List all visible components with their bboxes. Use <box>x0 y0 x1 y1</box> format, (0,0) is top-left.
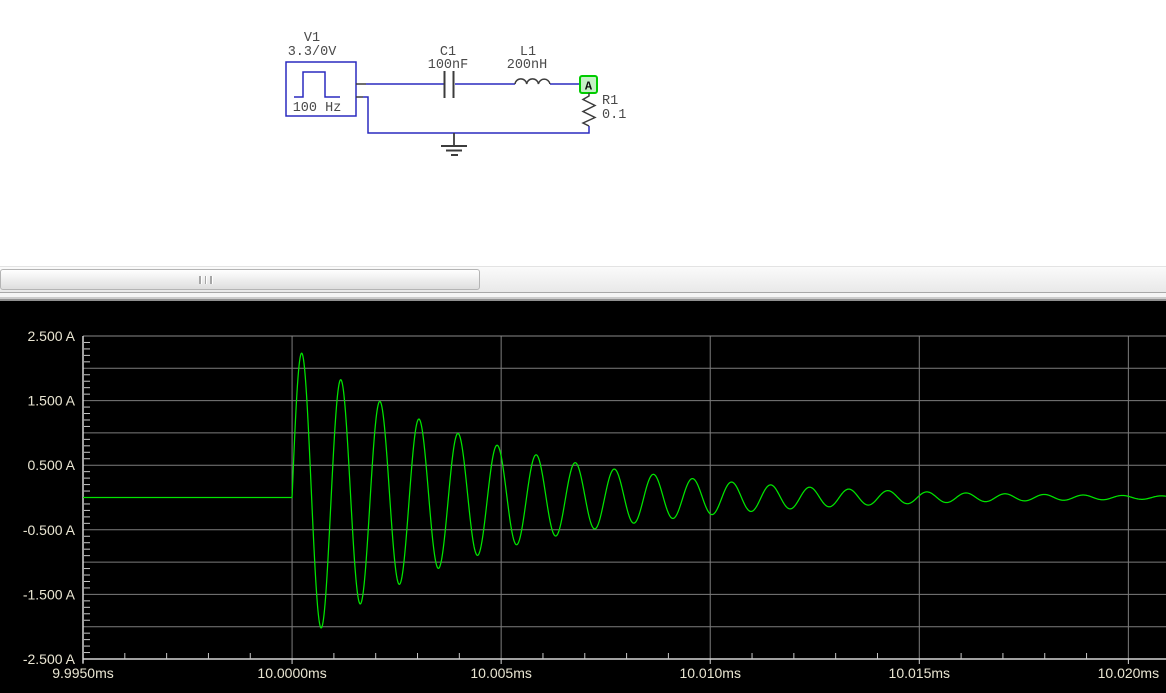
waveform-plot-canvas[interactable]: 9.9950ms 10.0000ms 10.005ms 10.010ms 10.015m… <box>0 301 1166 693</box>
y-axis-tick-label: 0.500 A <box>28 457 76 473</box>
schematic-canvas[interactable]: V1 3.3/0V 100 Hz C1 100nF <box>0 0 1166 266</box>
x-axis-tick-label: 10.005ms <box>470 665 531 681</box>
resistor-r1[interactable]: R1 0.1 <box>581 93 626 127</box>
inductor-l1[interactable]: L1 200nH <box>507 45 551 85</box>
schematic-area[interactable]: V1 3.3/0V 100 Hz C1 100nF <box>0 0 1166 266</box>
l1-value: 200nH <box>507 58 548 73</box>
current-probe-marker[interactable]: A <box>579 75 598 94</box>
pulse-waveform-icon <box>294 71 340 98</box>
waveform-plot-panel[interactable]: 9.9950ms 10.0000ms 10.005ms 10.010ms 10.015m… <box>0 301 1166 693</box>
y-axis-tick-label: -0.500 A <box>23 522 76 538</box>
y-axis-tick-label: 1.500 A <box>28 393 76 409</box>
wire[interactable] <box>363 96 590 134</box>
x-axis-tick-label: 9.9950ms <box>52 665 113 681</box>
y-axis-tick-label: 2.500 A <box>28 328 76 344</box>
c1-refdes: C1 <box>440 45 456 60</box>
v1-value: 3.3/0V <box>288 45 338 60</box>
x-axis-tick-label: 10.020ms <box>1098 665 1159 681</box>
v1-frequency: 100 Hz <box>293 101 342 116</box>
v1-refdes: V1 <box>304 31 320 46</box>
y-axis-tick-label: -1.500 A <box>23 586 76 602</box>
panel-divider <box>0 292 1166 301</box>
voltage-source-v1[interactable]: V1 3.3/0V 100 Hz <box>285 31 357 117</box>
c1-value: 100nF <box>428 58 469 73</box>
x-axis-tick-label: 10.015ms <box>889 665 950 681</box>
horizontal-scrollbar-track[interactable] <box>0 266 1166 292</box>
scrollbar-grip-icon <box>199 276 214 284</box>
y-axis-tick-label: -2.500 A <box>23 651 76 667</box>
x-axis-tick-label: 10.010ms <box>679 665 740 681</box>
current-waveform-trace <box>82 352 1166 629</box>
l1-refdes: L1 <box>520 45 536 60</box>
capacitor-c1[interactable]: C1 100nF <box>428 45 469 98</box>
ground-symbol[interactable] <box>441 133 467 156</box>
r1-value: 0.1 <box>602 108 626 123</box>
probe-label: A <box>585 80 593 94</box>
wires[interactable] <box>363 83 590 134</box>
scrollbar-thumb[interactable] <box>0 269 480 290</box>
x-axis-tick-label: 10.0000ms <box>257 665 326 681</box>
r1-refdes: R1 <box>602 94 618 109</box>
pins <box>356 83 366 98</box>
